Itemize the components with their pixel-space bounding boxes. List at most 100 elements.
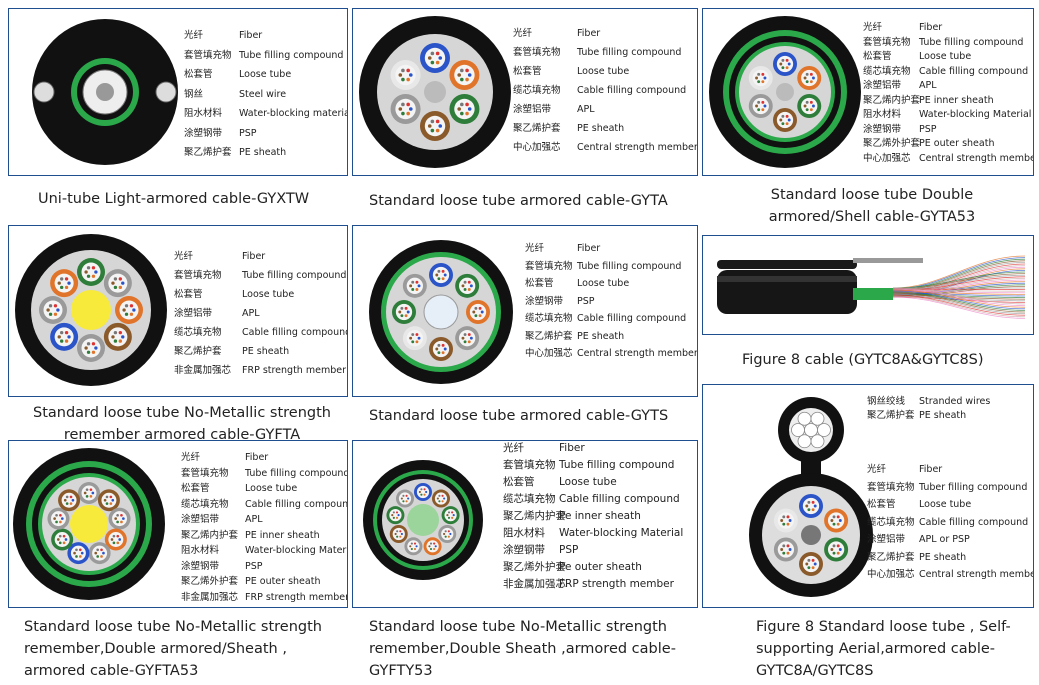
fiber-strand	[892, 290, 1026, 310]
label-en: APL	[242, 308, 260, 319]
label-en: Cable filling compound	[577, 313, 687, 324]
fiber	[832, 515, 836, 519]
label-zh: 套管填充物	[503, 459, 556, 471]
tube-filling	[108, 327, 128, 347]
tube-filling	[801, 69, 818, 87]
fiber	[755, 104, 758, 108]
label-en: PSP	[239, 127, 257, 139]
cable-cross-section-gyxtw	[32, 19, 178, 165]
fiber	[413, 542, 417, 545]
fiber	[786, 515, 790, 519]
tube-filling	[752, 69, 769, 87]
tube-filling	[92, 545, 108, 561]
fiber	[116, 534, 120, 538]
fiber	[435, 51, 440, 56]
label-zh: 钢丝	[184, 88, 204, 100]
fiber	[441, 277, 445, 281]
label-en: APL	[577, 104, 595, 115]
label-zh: 光纤	[863, 22, 883, 33]
fiber	[433, 547, 436, 551]
label-en: Fiber	[242, 251, 266, 262]
fiber-strand	[892, 291, 1026, 311]
fiber	[396, 535, 399, 538]
fiber	[401, 68, 405, 73]
fiber	[118, 538, 122, 541]
fiber	[443, 273, 447, 277]
fiber	[427, 124, 432, 128]
fiber	[785, 66, 789, 70]
label-zh: 阻水材料	[184, 108, 223, 119]
fiber	[406, 111, 410, 116]
label-en: Cable filling compound	[919, 516, 1029, 528]
tube-filling	[424, 47, 446, 69]
label-en: Water-blocking Material	[245, 545, 348, 556]
label-en: PE sheath	[577, 330, 625, 342]
fiber	[62, 541, 66, 545]
label-en: PSP	[245, 560, 263, 572]
label-en: FRP strength member	[245, 591, 348, 603]
tube-filling	[43, 300, 63, 320]
label-zh: 套管填充物	[867, 481, 915, 493]
fiber	[410, 547, 413, 551]
fiber	[405, 500, 408, 503]
fiber	[64, 330, 69, 335]
fiber	[803, 76, 807, 80]
fiber	[113, 277, 118, 281]
tube-filling	[101, 492, 117, 508]
label-en: Loose tube	[919, 499, 972, 510]
label-zh: 中心加强芯	[525, 348, 573, 359]
caption-gyfta53: Standard loose tube No-Metallic strength…	[24, 619, 323, 679]
caption-gyfty53: Standard loose tube No-Metallic strength…	[369, 619, 676, 679]
fiber	[782, 522, 786, 526]
label-en: PE sheath	[577, 123, 625, 134]
fiber	[811, 500, 815, 504]
fiber	[48, 304, 53, 308]
fiber	[781, 122, 785, 126]
fiber	[406, 68, 410, 73]
fiber-strand	[892, 271, 1026, 289]
tube-filling	[54, 327, 74, 347]
fiber	[811, 566, 815, 570]
fiber	[478, 306, 482, 310]
label-zh: 涂塑铝带	[181, 514, 220, 525]
fiber	[435, 119, 440, 124]
fiber	[53, 304, 58, 308]
tube-filling	[454, 98, 475, 120]
label-en: Loose tube	[242, 289, 295, 300]
tube-filling	[469, 303, 487, 321]
fiber	[786, 522, 790, 526]
fiber	[94, 551, 98, 555]
fiber	[401, 77, 405, 82]
label-zh: 聚乙烯护套	[867, 410, 915, 421]
fiber	[391, 514, 394, 517]
fiber	[430, 51, 435, 56]
fiber	[467, 280, 471, 284]
label-en: PE outer sheath	[919, 138, 995, 149]
fiber-strand	[892, 293, 1026, 314]
fiber-strand	[892, 289, 1026, 308]
fiber	[809, 100, 813, 104]
label-en: Loose tube	[919, 51, 972, 62]
label-zh: 涂塑钢带	[503, 544, 545, 556]
fiber	[435, 128, 440, 133]
label-zh: 套管填充物	[863, 36, 911, 48]
label-zh: 涂塑钢带	[525, 295, 564, 307]
fiber	[447, 516, 451, 519]
fiber	[96, 548, 99, 552]
tube-filling	[802, 497, 820, 515]
fiber	[780, 548, 784, 551]
fiber	[807, 558, 811, 562]
fiber	[105, 495, 109, 499]
fiber	[467, 333, 471, 336]
